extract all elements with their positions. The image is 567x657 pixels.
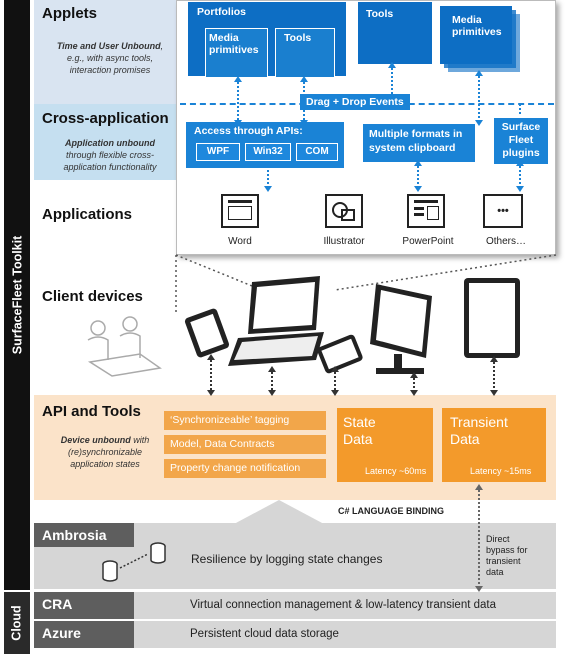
bypass-arrow	[475, 484, 483, 592]
applets-desc-bold: Time and User Unbound	[56, 41, 161, 51]
large-tablet-device-icon	[464, 278, 520, 358]
wpf-tag: WPF	[196, 143, 240, 161]
client-devices-title: Client devices	[42, 288, 143, 305]
ambrosia-text: Resilience by logging state changes	[191, 552, 383, 566]
transient-data-title: Transient Data	[450, 414, 508, 447]
cross-desc-rest: through flexible cross-application funct…	[63, 150, 157, 172]
cross-application-description: Application unbound through flexible cro…	[52, 137, 168, 173]
transient-data-box: Transient Data Latency ~15ms	[442, 408, 546, 482]
model-contracts-box: Model, Data Contracts	[164, 435, 326, 454]
media-primitives-tile-2	[440, 6, 512, 64]
laptop-device-icon	[228, 276, 324, 366]
ambrosia-label: Ambrosia	[34, 523, 134, 547]
win32-tag: Win32	[245, 143, 291, 161]
cloud-sidebar: Cloud	[4, 592, 30, 654]
state-latency: Latency ~60ms	[365, 466, 427, 476]
powerpoint-app-icon	[407, 194, 445, 228]
cra-text: Virtual connection management & low-late…	[190, 599, 496, 611]
others-label: Others…	[485, 236, 526, 247]
client-devices-illustration	[87, 276, 520, 377]
illustrator-app-icon	[325, 194, 363, 228]
tools-label: Tools	[284, 32, 312, 44]
drag-drop-label: Drag + Drop Events	[300, 94, 410, 110]
database-icon	[102, 542, 166, 582]
tablet-device-icon	[184, 308, 230, 358]
language-binding-label: C# LANGUAGE BINDING	[338, 506, 445, 516]
applets-desc-rest: , e.g., with async tools, interaction pr…	[66, 41, 164, 75]
property-change-box: Property change notification	[164, 459, 326, 478]
word-label: Word	[228, 236, 252, 247]
api-access-label: Access through APIs:	[194, 125, 303, 137]
cra-label: CRA	[34, 592, 134, 619]
applets-title: Applets	[42, 5, 98, 22]
phone-device-icon	[317, 334, 363, 374]
cloud-label: Cloud	[10, 605, 25, 641]
azure-text: Persistent cloud data storage	[190, 628, 339, 640]
applications-title: Applications	[42, 206, 133, 223]
transient-latency: Latency ~15ms	[470, 466, 532, 476]
state-data-box: State Data Latency ~60ms	[337, 408, 433, 482]
tools-tile-2	[358, 2, 432, 64]
portfolios-label: Portfolios	[197, 6, 246, 18]
tools-label-2: Tools	[366, 8, 394, 20]
media-primitives-label: Media primitives	[209, 32, 259, 56]
applets-description: Time and User Unbound, e.g., with async …	[52, 40, 168, 76]
state-data-title: State Data	[343, 414, 376, 447]
api-desc-rest: with (re)synchronizable application stat…	[67, 435, 150, 469]
media-primitives-tile	[205, 28, 268, 78]
client-arrows	[207, 354, 498, 396]
illustrator-label: Illustrator	[323, 236, 365, 247]
surface-hub-device-icon	[370, 284, 432, 374]
azure-label: Azure	[34, 621, 134, 648]
clipboard-box: Multiple formats in system clipboard	[363, 124, 475, 162]
tagging-box: ‘Synchronizeable’ tagging	[164, 411, 326, 430]
media-primitives-label-2: Media primitives	[452, 14, 502, 38]
word-app-icon	[221, 194, 259, 228]
powerpoint-label: PowerPoint	[402, 236, 454, 247]
api-desc-bold: Device unbound	[60, 435, 131, 445]
cross-application-title: Cross-application	[42, 110, 169, 127]
zoom-lines	[175, 254, 557, 315]
toolkit-sidebar: SurfaceFleet Toolkit	[4, 0, 30, 590]
api-tools-description: Device unbound with (re)synchronizable a…	[46, 434, 164, 470]
others-dots: •••	[497, 205, 509, 217]
cross-desc-bold: Application unbound	[65, 138, 155, 148]
people-icon	[87, 316, 162, 377]
plugins-box: Surface Fleet plugins	[494, 118, 548, 164]
bypass-label: Direct bypass for transient data	[486, 534, 528, 577]
api-tools-title: API and Tools	[42, 403, 141, 420]
com-tag: COM	[296, 143, 338, 161]
others-app-icon: •••	[483, 194, 523, 228]
